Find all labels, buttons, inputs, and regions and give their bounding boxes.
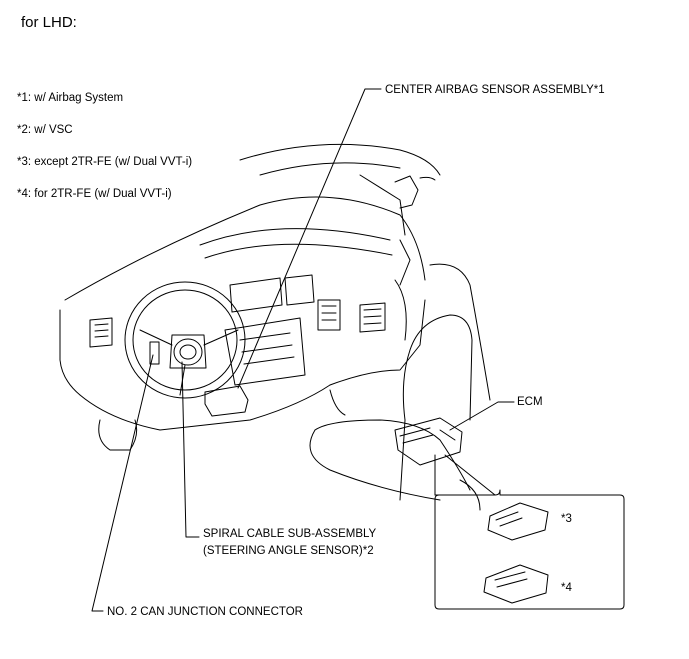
note-airbag-system: *1: w/ Airbag System — [17, 92, 124, 104]
page-heading: for LHD: — [21, 14, 77, 31]
note-for-2tr-fe: *4: for 2TR-FE (w/ Dual VVT-i) — [17, 188, 172, 200]
label-center-airbag-sensor: CENTER AIRBAG SENSOR ASSEMBLY*1 — [385, 84, 605, 96]
label-ecm-variant-3: *3 — [561, 513, 572, 525]
ecm-part — [394, 417, 463, 466]
note-except-2tr-fe: *3: except 2TR-FE (w/ Dual VVT-i) — [17, 156, 193, 168]
steering-wheel — [124, 281, 246, 399]
note-vsc: *2: w/ VSC — [17, 124, 73, 136]
leader-lines — [91, 88, 515, 612]
passenger-seat — [309, 263, 491, 511]
airbag-sensor-part — [204, 385, 249, 417]
label-spiral-cable: SPIRAL CABLE SUB-ASSEMBLY — [203, 528, 377, 540]
label-steering-angle-sensor: (STEERING ANGLE SENSOR)*2 — [203, 545, 374, 557]
can-junction-connector-part — [149, 341, 160, 365]
label-ecm: ECM — [517, 396, 543, 408]
label-ecm-variant-4: *4 — [561, 582, 572, 594]
label-can-junction-connector: NO. 2 CAN JUNCTION CONNECTOR — [107, 606, 303, 618]
ecm-variants-inset — [434, 489, 625, 610]
dashboard-outline — [59, 143, 441, 451]
